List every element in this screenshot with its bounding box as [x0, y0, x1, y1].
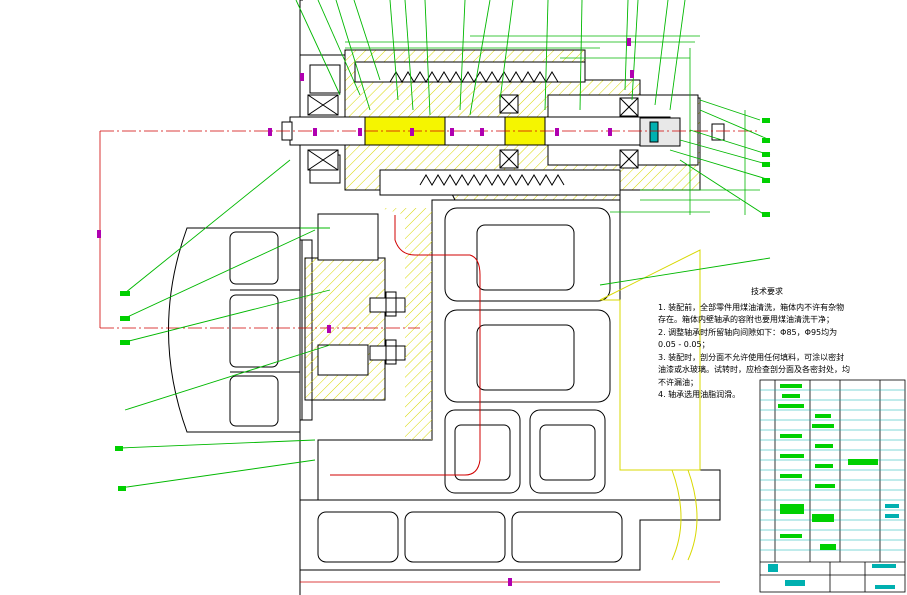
center-lines: [99, 130, 760, 583]
note-line: 存在。箱体内壁轴承的容附也要用煤油清洗干净；: [658, 315, 834, 324]
notes-title: 技术要求: [751, 287, 783, 296]
note-line: 3. 装配时，剖分面不允许使用任何填料，可涂以密封: [658, 352, 845, 362]
title-block: [759, 379, 906, 593]
base-column: [299, 199, 721, 571]
note-line: 0.05 - 0.05；: [658, 340, 710, 349]
note-line: 1. 装配前，全部零件用煤油清洗，箱体内不许有杂物: [658, 302, 845, 312]
note-line: 4. 轴承选用油脂润滑。: [658, 390, 741, 399]
oil-pipe: [330, 215, 481, 476]
leader-balloons: [115, 118, 770, 491]
base-hatch: [380, 208, 701, 561]
note-line: 油漆或水玻璃。试转时，应检查剖分面及各密封处，均: [658, 365, 850, 374]
technical-requirements: 技术要求 1. 装配前，全部零件用煤油清洗，箱体内不许有杂物 存在。箱体内壁轴承…: [658, 286, 868, 402]
spindle-housing: [281, 49, 725, 201]
note-line: 2. 调整轴承时所留轴向间隙如下：Φ85，Φ95均为: [658, 327, 838, 337]
title-block-rows: [760, 389, 905, 551]
title-block-cyan: [768, 504, 899, 589]
note-line: 不许漏油；: [658, 377, 698, 387]
title-block-fills: [778, 384, 878, 550]
hub-section: [304, 213, 406, 401]
dimension-markers: [97, 38, 634, 586]
leader-lines: [119, 0, 771, 489]
rotary-disk: [168, 227, 313, 433]
